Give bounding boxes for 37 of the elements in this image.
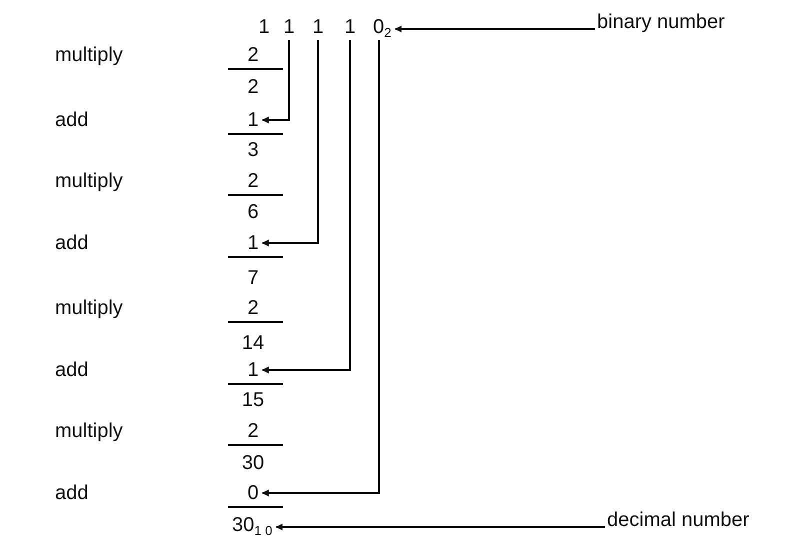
caption-label: decimal number	[607, 510, 750, 530]
binary-digit: 0$_{2}$	[373, 17, 392, 37]
step-label: add	[55, 360, 88, 380]
number: 2	[247, 45, 259, 65]
step-label: multiply	[55, 171, 123, 191]
arrow	[262, 40, 351, 374]
number: 2	[247, 298, 259, 318]
binary-digit: 1	[283, 17, 295, 37]
number: 0	[247, 483, 259, 503]
number: 30$_{1 0}$	[232, 515, 272, 535]
number: 30	[242, 453, 264, 473]
number: 1	[247, 233, 259, 253]
arrow	[262, 40, 319, 246]
step-label: add	[55, 483, 88, 503]
number: 2	[247, 77, 259, 97]
number: 14	[242, 333, 264, 353]
step-label: add	[55, 110, 88, 130]
step-label: multiply	[55, 421, 123, 441]
caption-label: binary number	[597, 12, 725, 32]
binary-digit: 1	[344, 17, 356, 37]
number: 2	[247, 421, 259, 441]
number: 3	[247, 140, 259, 160]
binary-digit: 1	[312, 17, 324, 37]
binary-digit: 1	[258, 17, 270, 37]
number: 1	[247, 110, 259, 130]
step-label: multiply	[55, 45, 123, 65]
number: 1	[247, 360, 259, 380]
number: 2	[247, 171, 259, 191]
arrow	[394, 26, 595, 32]
arrow	[276, 524, 605, 530]
number: 6	[247, 202, 259, 222]
number: 15	[242, 390, 264, 410]
step-label: multiply	[55, 298, 123, 318]
arrow	[262, 40, 290, 124]
number: 7	[247, 268, 259, 288]
step-label: add	[55, 233, 88, 253]
arrow	[262, 40, 380, 496]
